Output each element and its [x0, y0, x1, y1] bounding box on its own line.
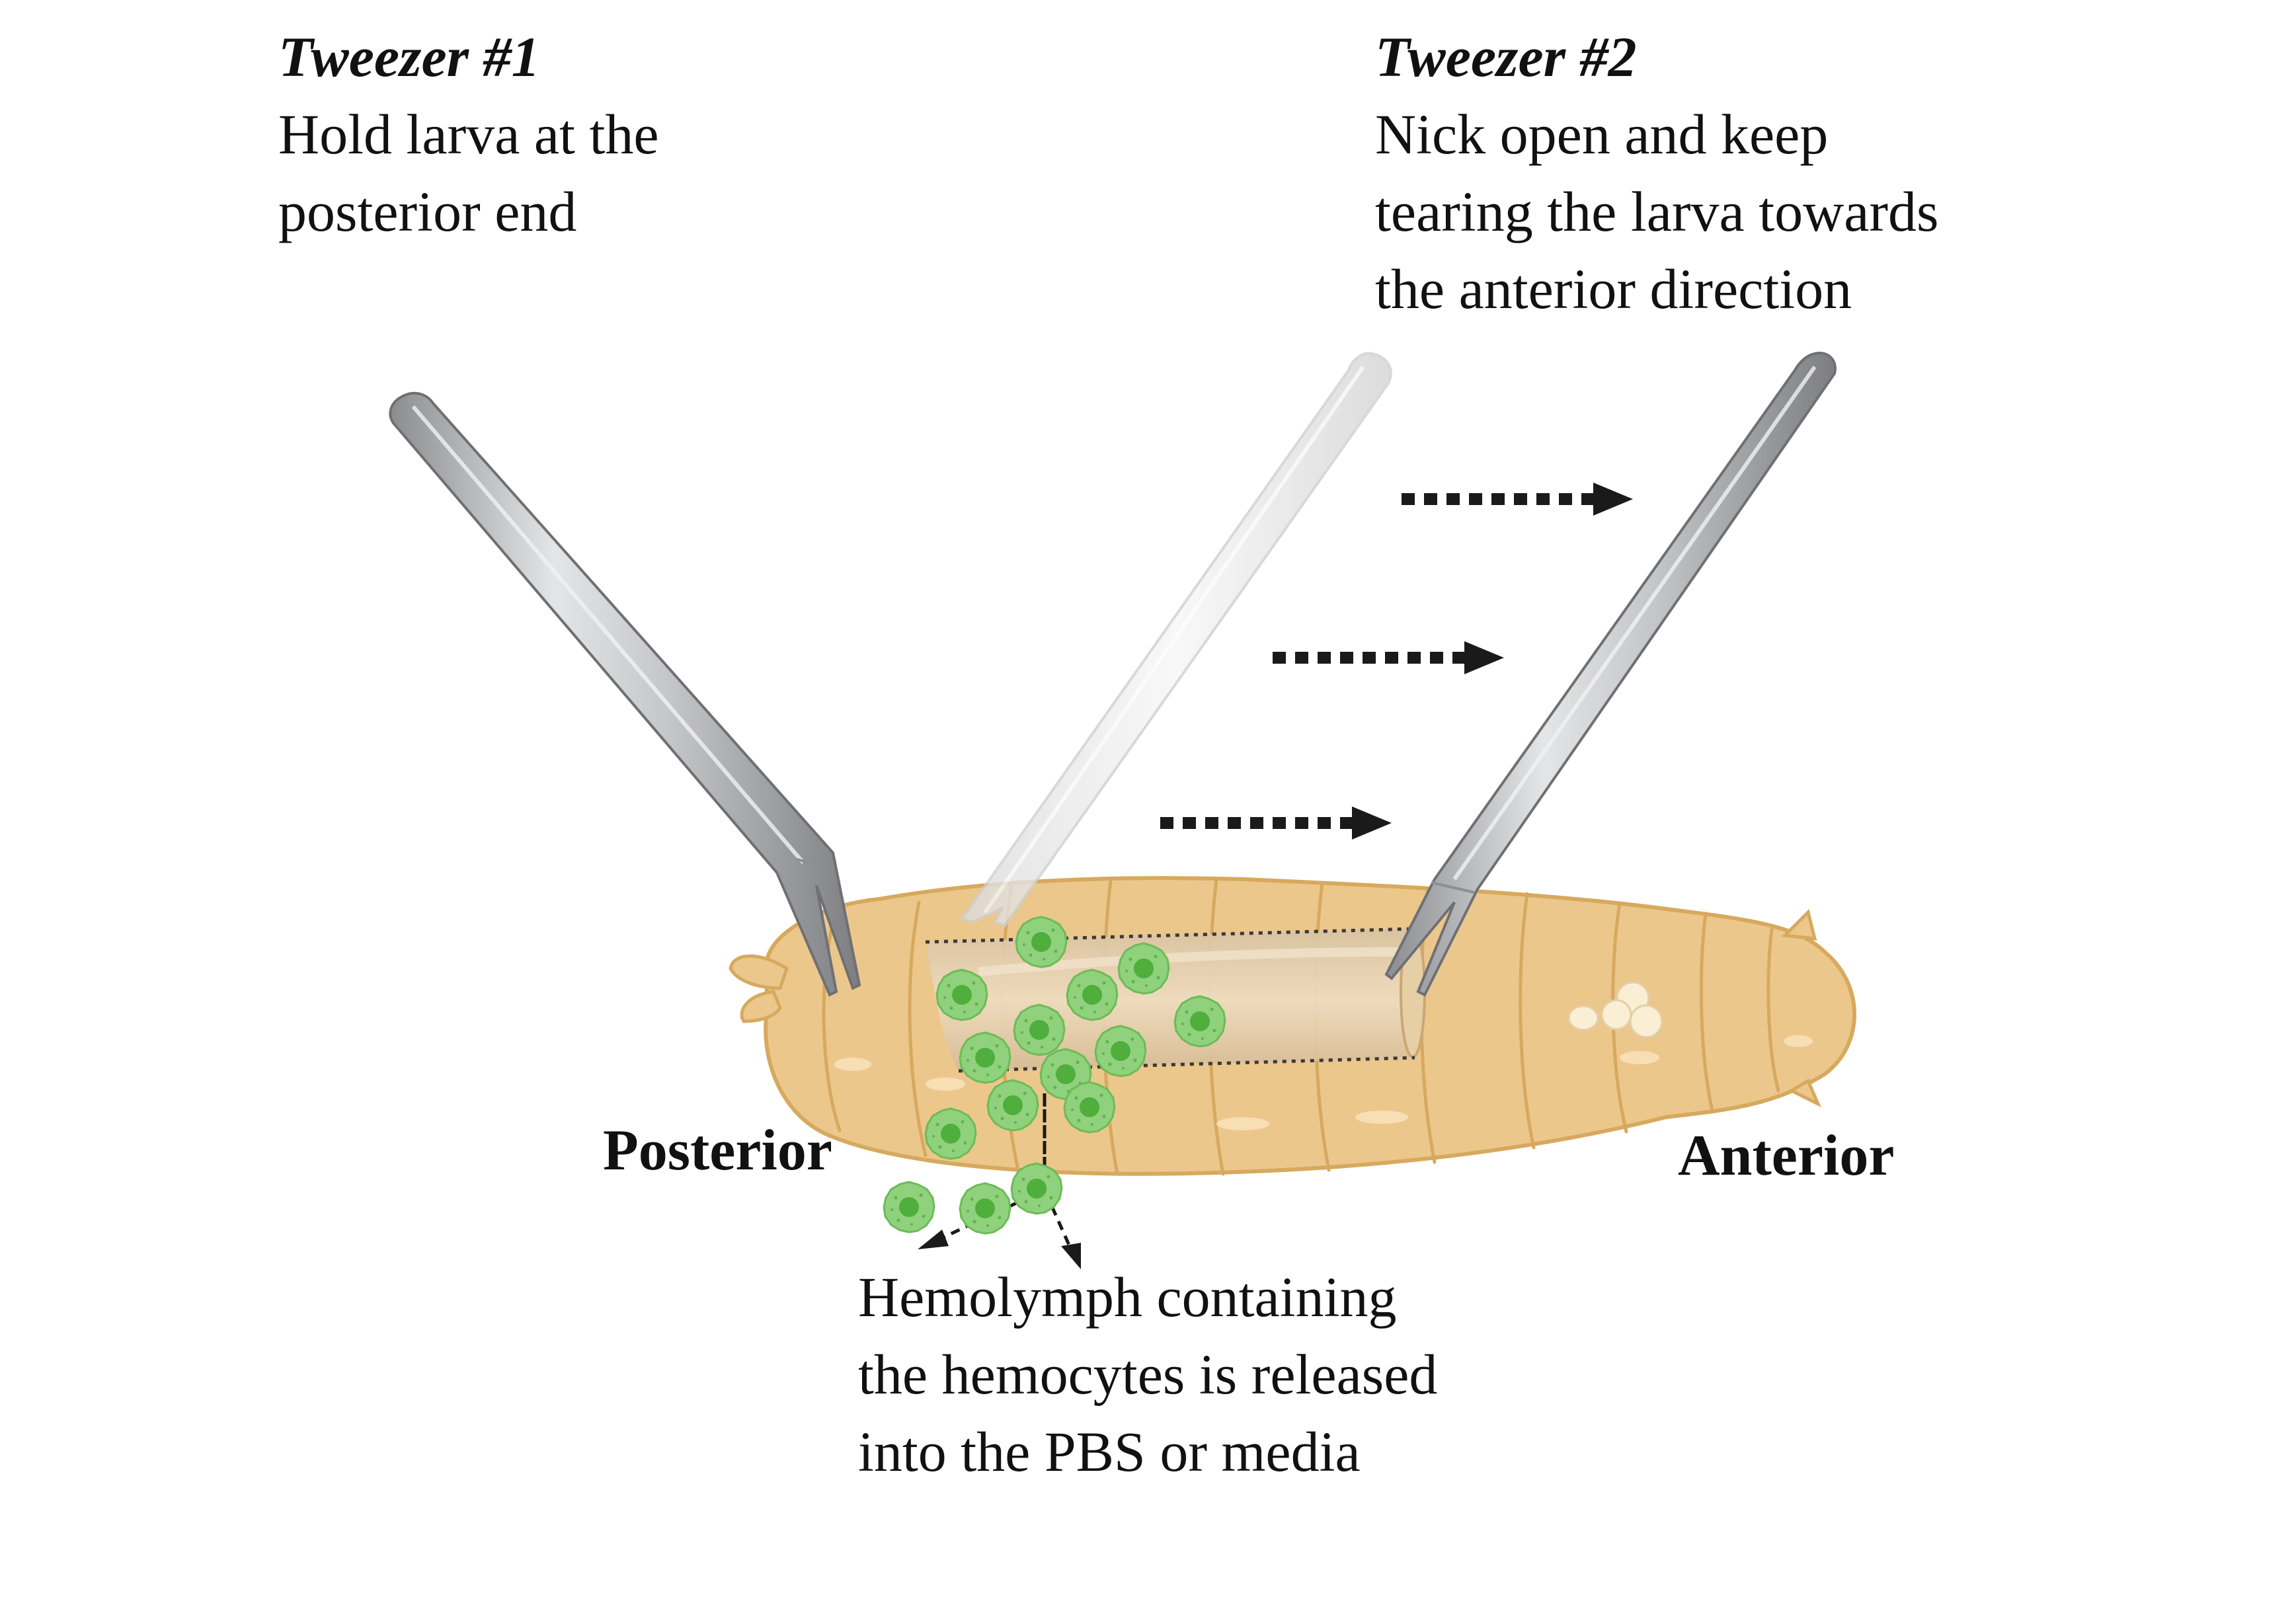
tweezer-1-icon [389, 391, 861, 997]
tweezer-1-description: Hold larva at the posterior end [278, 102, 659, 243]
hemocyte-icon [1013, 1003, 1066, 1056]
hemocyte-icon [1094, 1025, 1147, 1078]
hemocyte-icon [935, 968, 988, 1021]
hemocyte-icon [1010, 1162, 1063, 1215]
hemocyte-icon [959, 1031, 1011, 1084]
tweezer-1-caption: Tweezer #1 Hold larva at the posterior e… [278, 19, 873, 251]
hemocyte-icon [986, 1079, 1039, 1132]
hemocyte-icon [924, 1107, 977, 1160]
hemocyte-icon [1117, 942, 1170, 995]
tweezer-1-title: Tweezer #1 [278, 25, 540, 89]
posterior-label: Posterior [603, 1118, 832, 1183]
tweezer-2-caption: Tweezer #2 Nick open and keep tearing th… [1375, 19, 2135, 328]
ghost-tweezer-icon [959, 352, 1392, 927]
hemocyte-icon [1066, 968, 1119, 1021]
hemocyte-icon [1173, 995, 1226, 1048]
anterior-label: Anterior [1678, 1124, 1895, 1188]
hemocyte-icon [959, 1182, 1011, 1235]
dotted-arrow-icon [1273, 641, 1504, 674]
tweezer-2-icon [1384, 352, 1837, 997]
hemolymph-caption: Hemolymph containing the hemocytes is re… [858, 1259, 1618, 1491]
dotted-arrow-icon [1402, 483, 1633, 516]
hemolymph-description: Hemolymph containing the hemocytes is re… [858, 1265, 1438, 1483]
hemocyte-icon [883, 1181, 935, 1234]
tweezer-2-description: Nick open and keep tearing the larva tow… [1375, 102, 1939, 321]
dotted-arrow-icon [1160, 806, 1392, 840]
hemocyte-icon [1015, 916, 1068, 968]
direction-arrows [1160, 483, 1633, 840]
hemocyte-icon [1063, 1081, 1116, 1134]
tweezer-2-title: Tweezer #2 [1375, 25, 1637, 89]
